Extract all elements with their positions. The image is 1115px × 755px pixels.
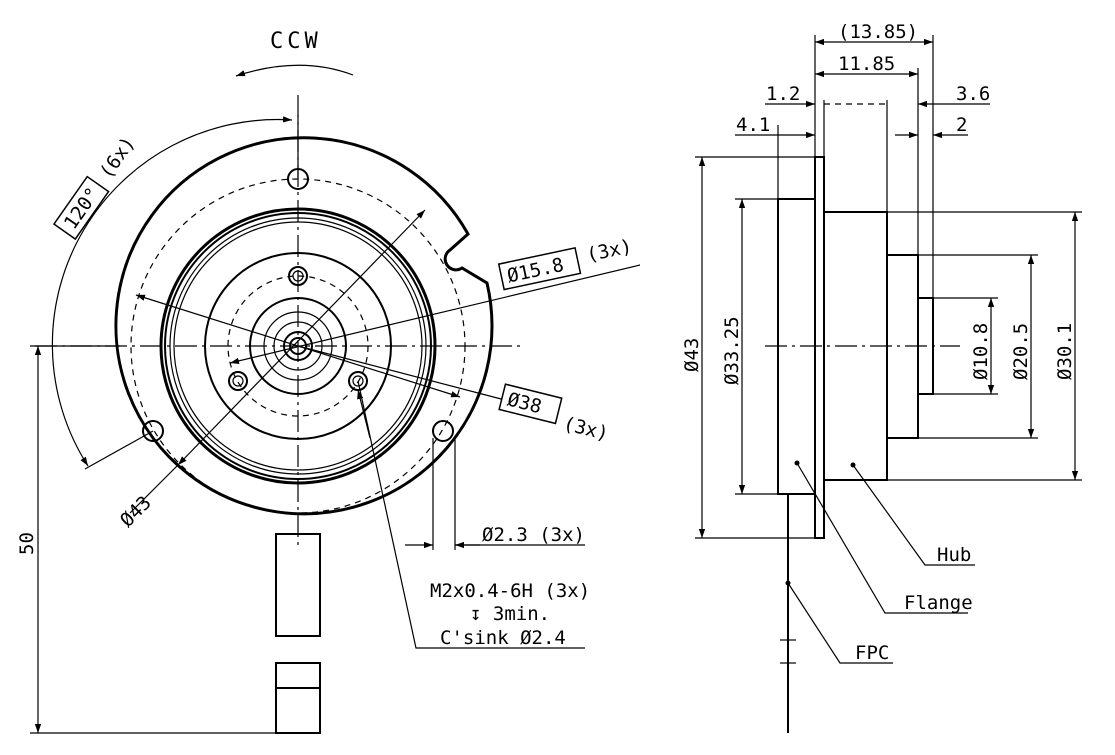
dim-11-85-label: 11.85 bbox=[838, 53, 895, 75]
dim-4-1-label: 4.1 bbox=[736, 114, 770, 136]
angle-label-box bbox=[52, 175, 110, 241]
side-view bbox=[695, 35, 1082, 733]
angle-leader-left bbox=[84, 430, 154, 470]
dia-38-box bbox=[498, 383, 563, 425]
angle-120-arc bbox=[51, 116, 293, 467]
side-dia-33-group: Ø33.25 bbox=[721, 316, 743, 385]
dim-1-2-label: 1.2 bbox=[766, 83, 800, 105]
dia-43-front-label: Ø43 bbox=[116, 492, 156, 532]
hole-label: Ø2.3 (3x) bbox=[482, 524, 585, 546]
side-dia-30-1-label: Ø30.1 bbox=[1054, 323, 1076, 380]
side-dia-30-1-group: Ø30.1 bbox=[1054, 323, 1076, 380]
dia-38-count: (3x) bbox=[561, 413, 611, 445]
outer-flange-outline bbox=[114, 136, 494, 516]
front-view bbox=[30, 64, 641, 734]
hub-leader bbox=[852, 464, 975, 566]
thread-hole-left bbox=[228, 371, 248, 391]
callout-flange: Flange bbox=[904, 592, 973, 614]
flange-hole-right bbox=[432, 420, 454, 442]
thread-leader-arrow bbox=[357, 389, 371, 439]
dia-15-8-group: Ø15.8 (3x) bbox=[497, 235, 634, 291]
dia-15-8-count: (3x) bbox=[585, 235, 634, 266]
side-dia-43-label: Ø43 bbox=[681, 338, 703, 372]
height-label-group: 50 bbox=[16, 532, 38, 555]
fpc-connector-front bbox=[275, 662, 321, 734]
side-flange-plate bbox=[814, 156, 825, 539]
side-dia-10-8-label: Ø10.8 bbox=[970, 323, 992, 380]
thread-leader bbox=[357, 380, 585, 649]
fpc-strip-front bbox=[275, 533, 321, 637]
dia-38-group: Ø38 (3x) bbox=[498, 383, 611, 445]
side-dia-20-5-group: Ø20.5 bbox=[1010, 323, 1032, 380]
fpc-leader bbox=[787, 582, 893, 664]
flange-leader bbox=[796, 462, 968, 614]
thread-line-1: M2x0.4-6H (3x) bbox=[430, 580, 590, 602]
dim-38-leader bbox=[129, 464, 179, 514]
dia-43-front-group: Ø43 bbox=[116, 492, 156, 532]
angle-label-group: 120° (6x) bbox=[52, 133, 140, 241]
dia-15-8-box bbox=[497, 247, 582, 291]
angle-count: (6x) bbox=[95, 133, 139, 183]
side-dia-43-group: Ø43 bbox=[681, 338, 703, 372]
height-label: 50 bbox=[16, 532, 38, 555]
rotation-label: CCW bbox=[270, 29, 322, 54]
side-dia-10-8-group: Ø10.8 bbox=[970, 323, 992, 380]
callout-hub: Hub bbox=[937, 544, 971, 566]
dim-38-box-leader bbox=[297, 345, 506, 401]
side-shaft bbox=[917, 297, 934, 395]
callout-fpc: FPC bbox=[855, 642, 889, 664]
side-back-body bbox=[777, 198, 816, 495]
dim-13-85-label: (13.85) bbox=[838, 21, 918, 43]
thread-hole-left-inner bbox=[232, 375, 244, 387]
dim-2-label: 2 bbox=[956, 114, 967, 136]
dim-3-6-label: 3.6 bbox=[956, 83, 990, 105]
ccw-rotation-arrow bbox=[235, 64, 354, 77]
side-dia-33-label: Ø33.25 bbox=[721, 316, 743, 385]
side-dia-20-5-label: Ø20.5 bbox=[1010, 323, 1032, 380]
thread-line-3: C'sink Ø2.4 bbox=[440, 627, 566, 649]
thread-line-2: ↧ 3min. bbox=[470, 603, 550, 625]
